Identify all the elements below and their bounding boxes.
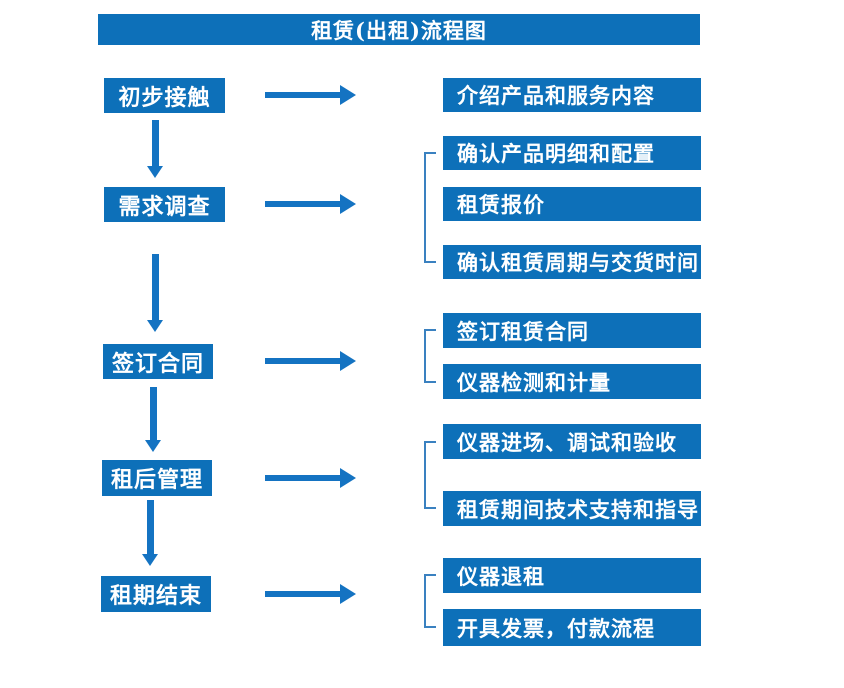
arrow-head — [147, 166, 163, 178]
stage-box-post-rental-management: 租后管理 — [102, 460, 212, 496]
bracket-connector-stage-2 — [424, 152, 436, 263]
output-box-confirm-rental-period: 确认租赁周期与交货时间 — [443, 245, 701, 279]
bracket-connector-stage-5 — [424, 574, 436, 628]
flowchart-title: 租赁(出租)流程图 — [98, 14, 700, 45]
arrow-shaft — [150, 387, 157, 440]
arrow-head — [340, 194, 356, 214]
arrow-right-icon-2 — [265, 194, 356, 214]
arrow-down-icon-1 — [147, 120, 164, 178]
arrow-shaft — [147, 500, 154, 554]
arrow-down-icon-3 — [145, 387, 162, 452]
output-box-confirm-product-details: 确认产品明细和配置 — [443, 136, 701, 170]
bracket-connector-stage-4 — [424, 441, 436, 509]
output-box-instrument-return: 仪器退租 — [443, 558, 701, 593]
arrow-shaft — [265, 358, 340, 364]
arrow-right-icon-3 — [265, 351, 356, 371]
output-box-instrument-setup-acceptance: 仪器进场、调试和验收 — [443, 424, 701, 459]
arrow-right-icon-5 — [265, 584, 356, 604]
arrow-head — [340, 468, 356, 488]
output-box-invoice-payment: 开具发票，付款流程 — [443, 609, 701, 646]
arrow-head — [147, 320, 163, 332]
arrow-head — [340, 351, 356, 371]
arrow-shaft — [265, 475, 340, 481]
arrow-head — [340, 85, 356, 105]
output-box-sign-rental-contract: 签订租赁合同 — [443, 313, 701, 348]
arrow-head — [340, 584, 356, 604]
arrow-right-icon-1 — [265, 85, 356, 105]
arrow-shaft — [152, 254, 159, 320]
arrow-shaft — [265, 201, 340, 207]
stage-box-demand-survey: 需求调查 — [104, 187, 225, 222]
bracket-connector-stage-3 — [424, 329, 436, 383]
arrow-head — [142, 554, 158, 566]
stage-box-initial-contact: 初步接触 — [104, 78, 225, 113]
output-box-instrument-testing: 仪器检测和计量 — [443, 364, 701, 399]
stage-box-sign-contract: 签订合同 — [103, 344, 213, 379]
output-box-introduce-products: 介绍产品和服务内容 — [443, 78, 701, 112]
arrow-shaft — [265, 591, 340, 597]
arrow-shaft — [265, 92, 340, 98]
arrow-down-icon-2 — [147, 254, 164, 332]
arrow-right-icon-4 — [265, 468, 356, 488]
output-box-rental-quotation: 租赁报价 — [443, 187, 701, 221]
arrow-down-icon-4 — [142, 500, 159, 566]
arrow-head — [145, 440, 161, 452]
arrow-shaft — [152, 120, 159, 166]
stage-box-rental-end: 租期结束 — [101, 576, 211, 612]
output-box-technical-support: 租赁期间技术支持和指导 — [443, 491, 701, 526]
